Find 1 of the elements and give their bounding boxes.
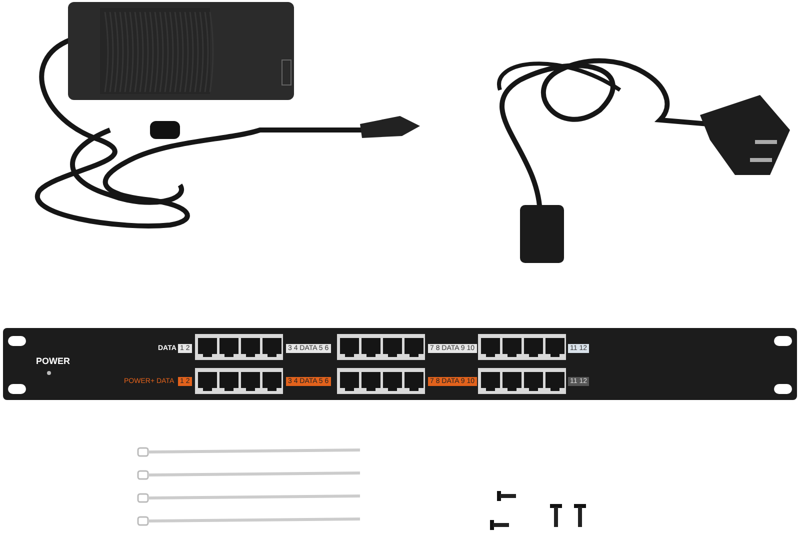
power-label: POWER [35, 357, 72, 366]
